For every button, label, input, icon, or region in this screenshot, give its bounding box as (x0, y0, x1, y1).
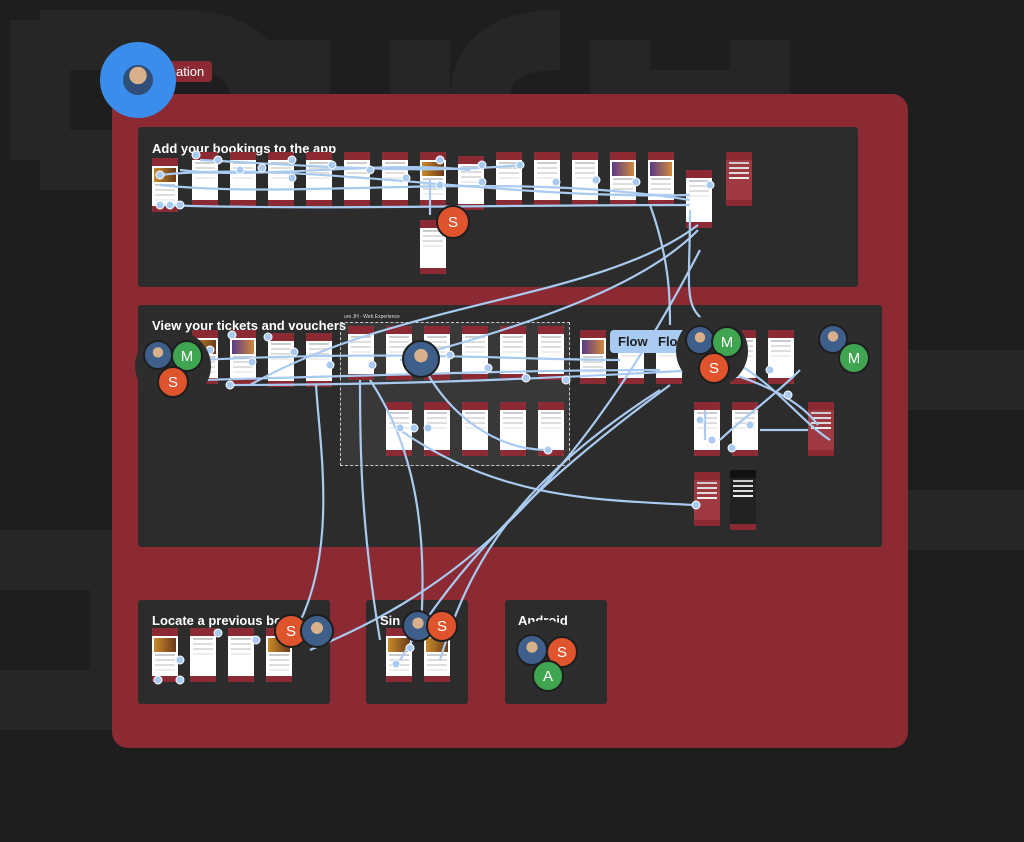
avatar-m[interactable]: M (838, 342, 870, 374)
user-avatar[interactable] (100, 42, 176, 118)
screen[interactable] (268, 333, 294, 387)
screen[interactable] (534, 152, 560, 206)
screen[interactable] (686, 170, 712, 228)
screen[interactable] (306, 333, 332, 387)
screen[interactable] (192, 152, 218, 206)
screen[interactable] (694, 472, 720, 526)
group-web-experience-label: ure JH - Web Experience (344, 314, 400, 320)
screen[interactable] (462, 326, 488, 380)
screen[interactable] (496, 152, 522, 206)
screen[interactable] (648, 152, 674, 206)
flow-tag[interactable]: Flow (610, 330, 656, 353)
screen[interactable] (580, 330, 606, 384)
screen[interactable] (500, 326, 526, 380)
screen[interactable] (348, 326, 374, 380)
screen[interactable] (538, 402, 564, 456)
screen[interactable] (230, 152, 256, 206)
screen[interactable] (458, 156, 484, 210)
avatar-s[interactable]: S (426, 610, 458, 642)
screen[interactable] (538, 326, 564, 380)
screen[interactable] (732, 402, 758, 456)
screen[interactable] (152, 628, 178, 682)
screen[interactable] (424, 402, 450, 456)
screen[interactable] (694, 402, 720, 456)
user-photo-icon (123, 65, 153, 95)
group-web-experience[interactable] (340, 322, 570, 466)
screen[interactable] (808, 402, 834, 456)
avatar-s[interactable]: S (698, 352, 730, 384)
screen[interactable] (462, 402, 488, 456)
frame-locate-previous-title: Locate a previous bo (152, 613, 283, 628)
user-avatar[interactable] (402, 340, 440, 378)
avatar-m[interactable]: M (171, 340, 203, 372)
screen[interactable] (382, 152, 408, 206)
screen[interactable] (726, 152, 752, 206)
screen[interactable] (730, 470, 756, 530)
screen[interactable] (344, 152, 370, 206)
screen[interactable] (268, 152, 294, 206)
screen[interactable] (386, 402, 412, 456)
avatar-s[interactable]: S (157, 366, 189, 398)
screen[interactable] (190, 628, 216, 682)
screen[interactable] (500, 402, 526, 456)
screen[interactable] (306, 152, 332, 206)
screen[interactable] (228, 628, 254, 682)
screen[interactable] (610, 152, 636, 206)
screen[interactable] (152, 158, 178, 212)
screen[interactable] (230, 330, 256, 384)
screen[interactable] (572, 152, 598, 206)
avatar-a[interactable]: A (532, 660, 564, 692)
avatar-s[interactable]: S (436, 205, 470, 239)
screen[interactable] (420, 152, 446, 206)
screen[interactable] (768, 330, 794, 384)
frame-sim-title: Sin (380, 613, 401, 628)
user-avatar[interactable] (300, 614, 334, 648)
